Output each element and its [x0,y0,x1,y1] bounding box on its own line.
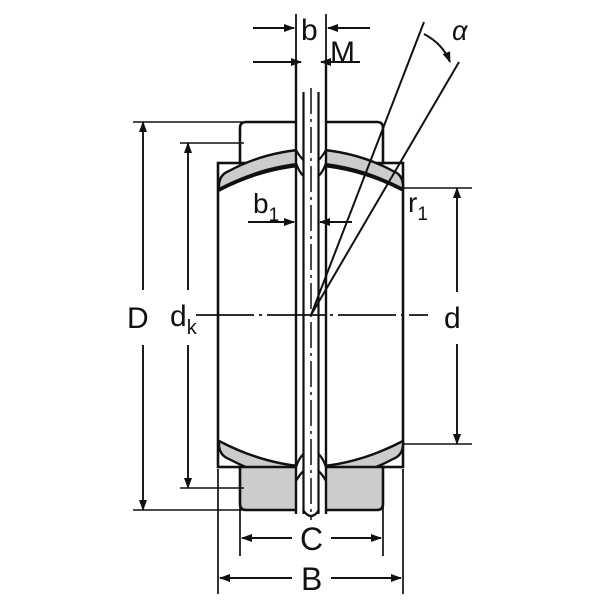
crescent-bore-end-top-left [295,149,305,161]
label-alpha: α [452,16,469,46]
bore-neck-bottom [294,453,305,468]
label-d: d [444,302,461,335]
dimension-D-group: D [127,121,242,511]
bottom-cap-scallop [302,509,320,518]
dimension-C-group: C [239,490,384,557]
dimension-dk-group: dk [170,142,244,489]
label-r1-main: r [408,187,417,218]
label-dk: dk [170,300,198,339]
bore-neck-top-right [317,162,328,177]
angle-alpha-group: α [310,16,469,316]
label-D: D [127,302,149,335]
dimension-M-group: M [253,36,360,69]
label-C: C [300,521,323,557]
label-B: B [301,561,322,597]
label-M: M [330,36,355,69]
bearing-body-group [196,60,428,520]
label-b1-main: b [253,188,269,219]
label-b1: b1 [253,188,279,226]
label-r1: r1 [408,187,428,225]
label-b: b [301,14,318,47]
label-dk-main: d [170,300,187,333]
alpha-line-right [310,61,460,316]
alpha-arc [423,33,451,63]
dimension-b-group: b [253,14,370,120]
crescent-bore-end-bot-right [317,470,327,482]
dimension-b1-group: b1 [248,188,352,226]
dimension-r1-group: r1 [408,187,428,225]
bore-neck-top [294,162,305,177]
label-b1-sub: 1 [269,205,280,226]
crescent-bore-end-top-right [317,149,327,161]
alpha-line-left [310,21,425,316]
label-dk-sub: k [187,317,198,339]
label-r1-sub: 1 [417,204,428,225]
dimension-d-group: d [404,187,472,445]
bore-neck-bottom-right [317,453,328,468]
dimension-B-group: B [217,469,404,597]
crescent-bore-end-bot-left [295,470,305,482]
